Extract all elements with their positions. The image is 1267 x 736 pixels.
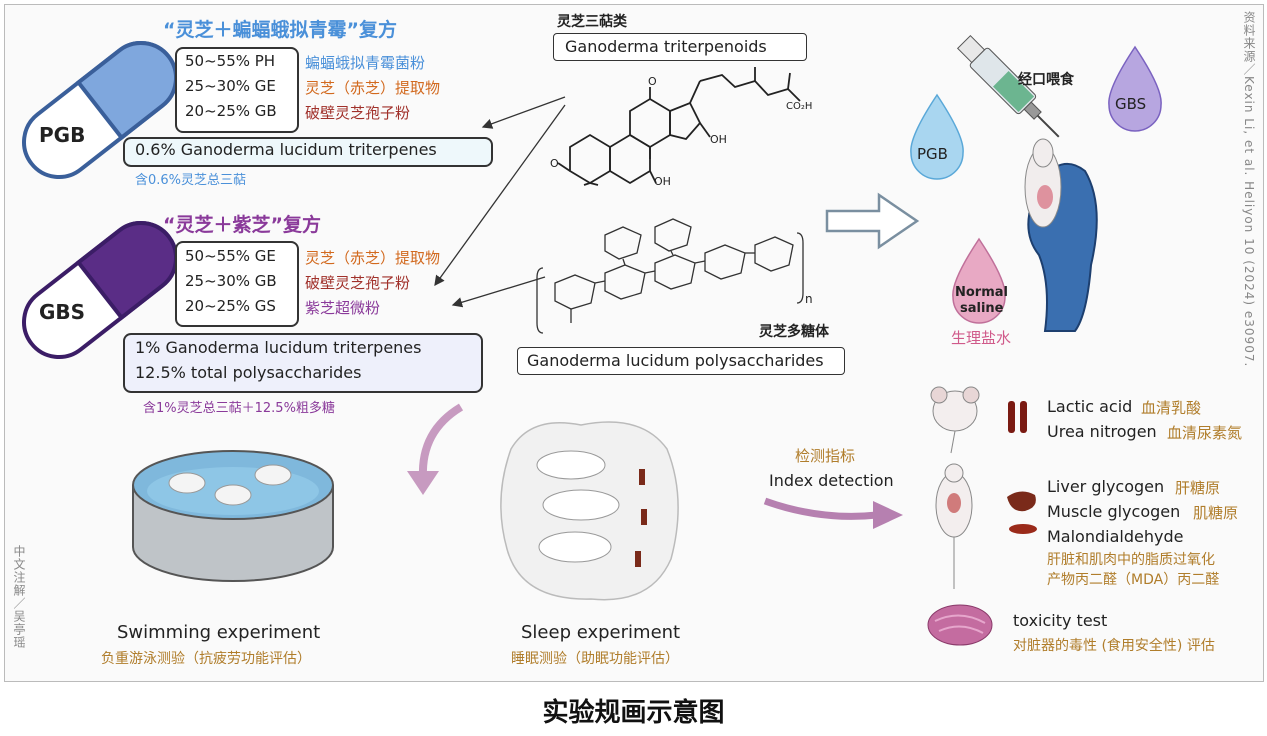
pgb-row-1-zh: 蝙蝠蛾拟青霉菌粉 [305,54,426,72]
gbs-row-1-zh: 灵芝（赤芝）提取物 [305,249,441,267]
source-credit: 资料来源／Kexin Li, et al. Heliyon 10 (2024) … [1242,11,1256,368]
liver-en: Liver glycogen [1047,477,1165,496]
arrow-tri-to-gbs [434,104,566,287]
figure-caption: 实验规画示意图 [542,698,725,728]
polysaccharide-structure-icon: n [536,218,813,334]
gbs-drop-icon [1108,45,1162,132]
pgb-row-3-en: 20~25% GB [185,102,277,120]
pgb-ratio-box [175,47,299,133]
pgb-capsule-icon [22,40,178,180]
gbs-ratio-box [175,241,299,327]
gbs-title: “灵芝＋紫芝”复方 [163,214,321,236]
polysaccharides-en: Ganoderma lucidum polysaccharides [527,351,824,370]
n-label: n [805,292,813,306]
pgb-row-2-en: 25~30% GE [185,77,276,95]
blood-tubes-icon [1008,401,1027,433]
pgb-content-en: 0.6% Ganoderma lucidum triterpenes [135,140,437,159]
liver-zh: 肝糖原 [1175,479,1221,497]
arrows-layer [434,96,566,308]
tox-zh: 对脏器的毒性 (食用安全性) 评估 [1013,638,1215,654]
gbs-row-3-zh: 紫芝超微粉 [305,299,381,317]
triterpenoids-en: Ganoderma triterpenoids [565,37,767,56]
oh-label-1: OH [710,133,727,146]
drop-gbs-label: GBS [1115,95,1147,113]
drop-pgb-label: PGB [917,145,948,163]
swimming-en: Swimming experiment [117,622,321,643]
gbs-content-box [123,333,483,393]
diagram-panel: PGB “灵芝＋蝙蝠蛾拟青霉”复方 50~55% PH 25~30% GE 20… [4,4,1264,682]
pgb-content-zh: 含0.6%灵芝总三萜 [135,173,247,188]
pgb-content-box [123,137,493,167]
gbs-row-2-zh: 破壁灵芝孢子粉 [305,274,411,292]
liver-muscle-icon [1007,491,1037,534]
swimming-tank-icon [132,450,334,582]
sleep-mice-icon [500,421,679,601]
gbs-content-en-1: 1% Ganoderma lucidum triterpenes [135,338,422,357]
urea-zh: 血清尿素氮 [1167,424,1243,442]
index-arrow-icon [763,497,903,529]
gbs-row-2-en: 25~30% GB [185,272,277,290]
gbs-capsule-icon [22,220,178,360]
muscle-en: Muscle glycogen [1047,502,1181,521]
triterpenoid-structure-icon: O O OH OH CO₂H [550,67,812,187]
pgb-title: “灵芝＋蝙蝠蛾拟青霉”复方 [163,19,397,41]
lactic-en: Lactic acid [1047,397,1133,416]
saline-label-zh: 生理盐水 [951,329,1012,347]
gbs-capsule-label: GBS [39,300,86,324]
gbs-content-zh: 含1%灵芝总三萜＋12.5%粗多糖 [143,401,335,416]
curved-arrow-icon [407,403,464,495]
mouse-in-hand-icon [1024,138,1098,332]
gbs-row-1-en: 50~55% GE [185,247,276,265]
index-en: Index detection [769,471,894,490]
gbs-content-en-2: 12.5% total polysaccharides [135,363,362,382]
pgb-row-1-en: 50~55% PH [185,52,276,70]
triterpenoids-box [553,33,807,61]
arrow-poly-to-gbs [451,276,546,308]
pgb-row-3-zh: 破壁灵芝孢子粉 [305,104,411,122]
sleep-zh: 睡眠测验（助眠功能评估） [511,651,679,667]
saline-drop-icon [952,237,1006,324]
organ-tissue-icon [927,604,993,646]
gavage-label-zh: 经口喂食 [1018,72,1074,88]
index-zh: 检测指标 [795,447,856,465]
arrow-tri-to-pgb [481,96,566,129]
oh-label-2: OH [654,175,671,187]
co2h-label: CO₂H [786,101,812,112]
drop-saline-label-1: Normal [955,285,1008,300]
polysaccharides-box [517,347,845,375]
muscle-zh: 肌糖原 [1193,504,1239,522]
ketone-o-label: O [648,75,657,88]
annotation-credit: 中文注解／吴亭瑶 [12,545,26,649]
pgb-capsule-label: PGB [39,123,86,147]
swimming-zh: 负重游泳测验（抗疲劳功能评估） [101,651,311,667]
tox-en: toxicity test [1013,611,1108,630]
mda-en: Malondialdehyde [1047,527,1184,546]
sleep-en: Sleep experiment [521,622,681,643]
urea-en: Urea nitrogen [1047,422,1157,441]
lactic-zh: 血清乳酸 [1141,399,1202,417]
mda-zh-1: 肝脏和肌肉中的脂质过氧化 [1047,552,1215,568]
triterpenoids-zh: 灵芝三萜类 [557,14,627,30]
pgb-drop-icon [910,93,964,180]
gbs-row-3-en: 20~25% GS [185,297,276,315]
mouse-dissection-icon [935,463,973,589]
syringe-icon [956,34,1060,138]
mouse-head-icon [930,386,980,454]
ring-o-label: O [550,157,559,170]
hollow-arrow-icon [825,192,920,250]
pgb-row-2-zh: 灵芝（赤芝）提取物 [305,79,441,97]
drop-saline-label-2: saline [960,301,1004,316]
polysaccharides-zh: 灵芝多糖体 [759,324,829,340]
mda-zh-2: 产物丙二醛（MDA）丙二醛 [1047,572,1220,588]
